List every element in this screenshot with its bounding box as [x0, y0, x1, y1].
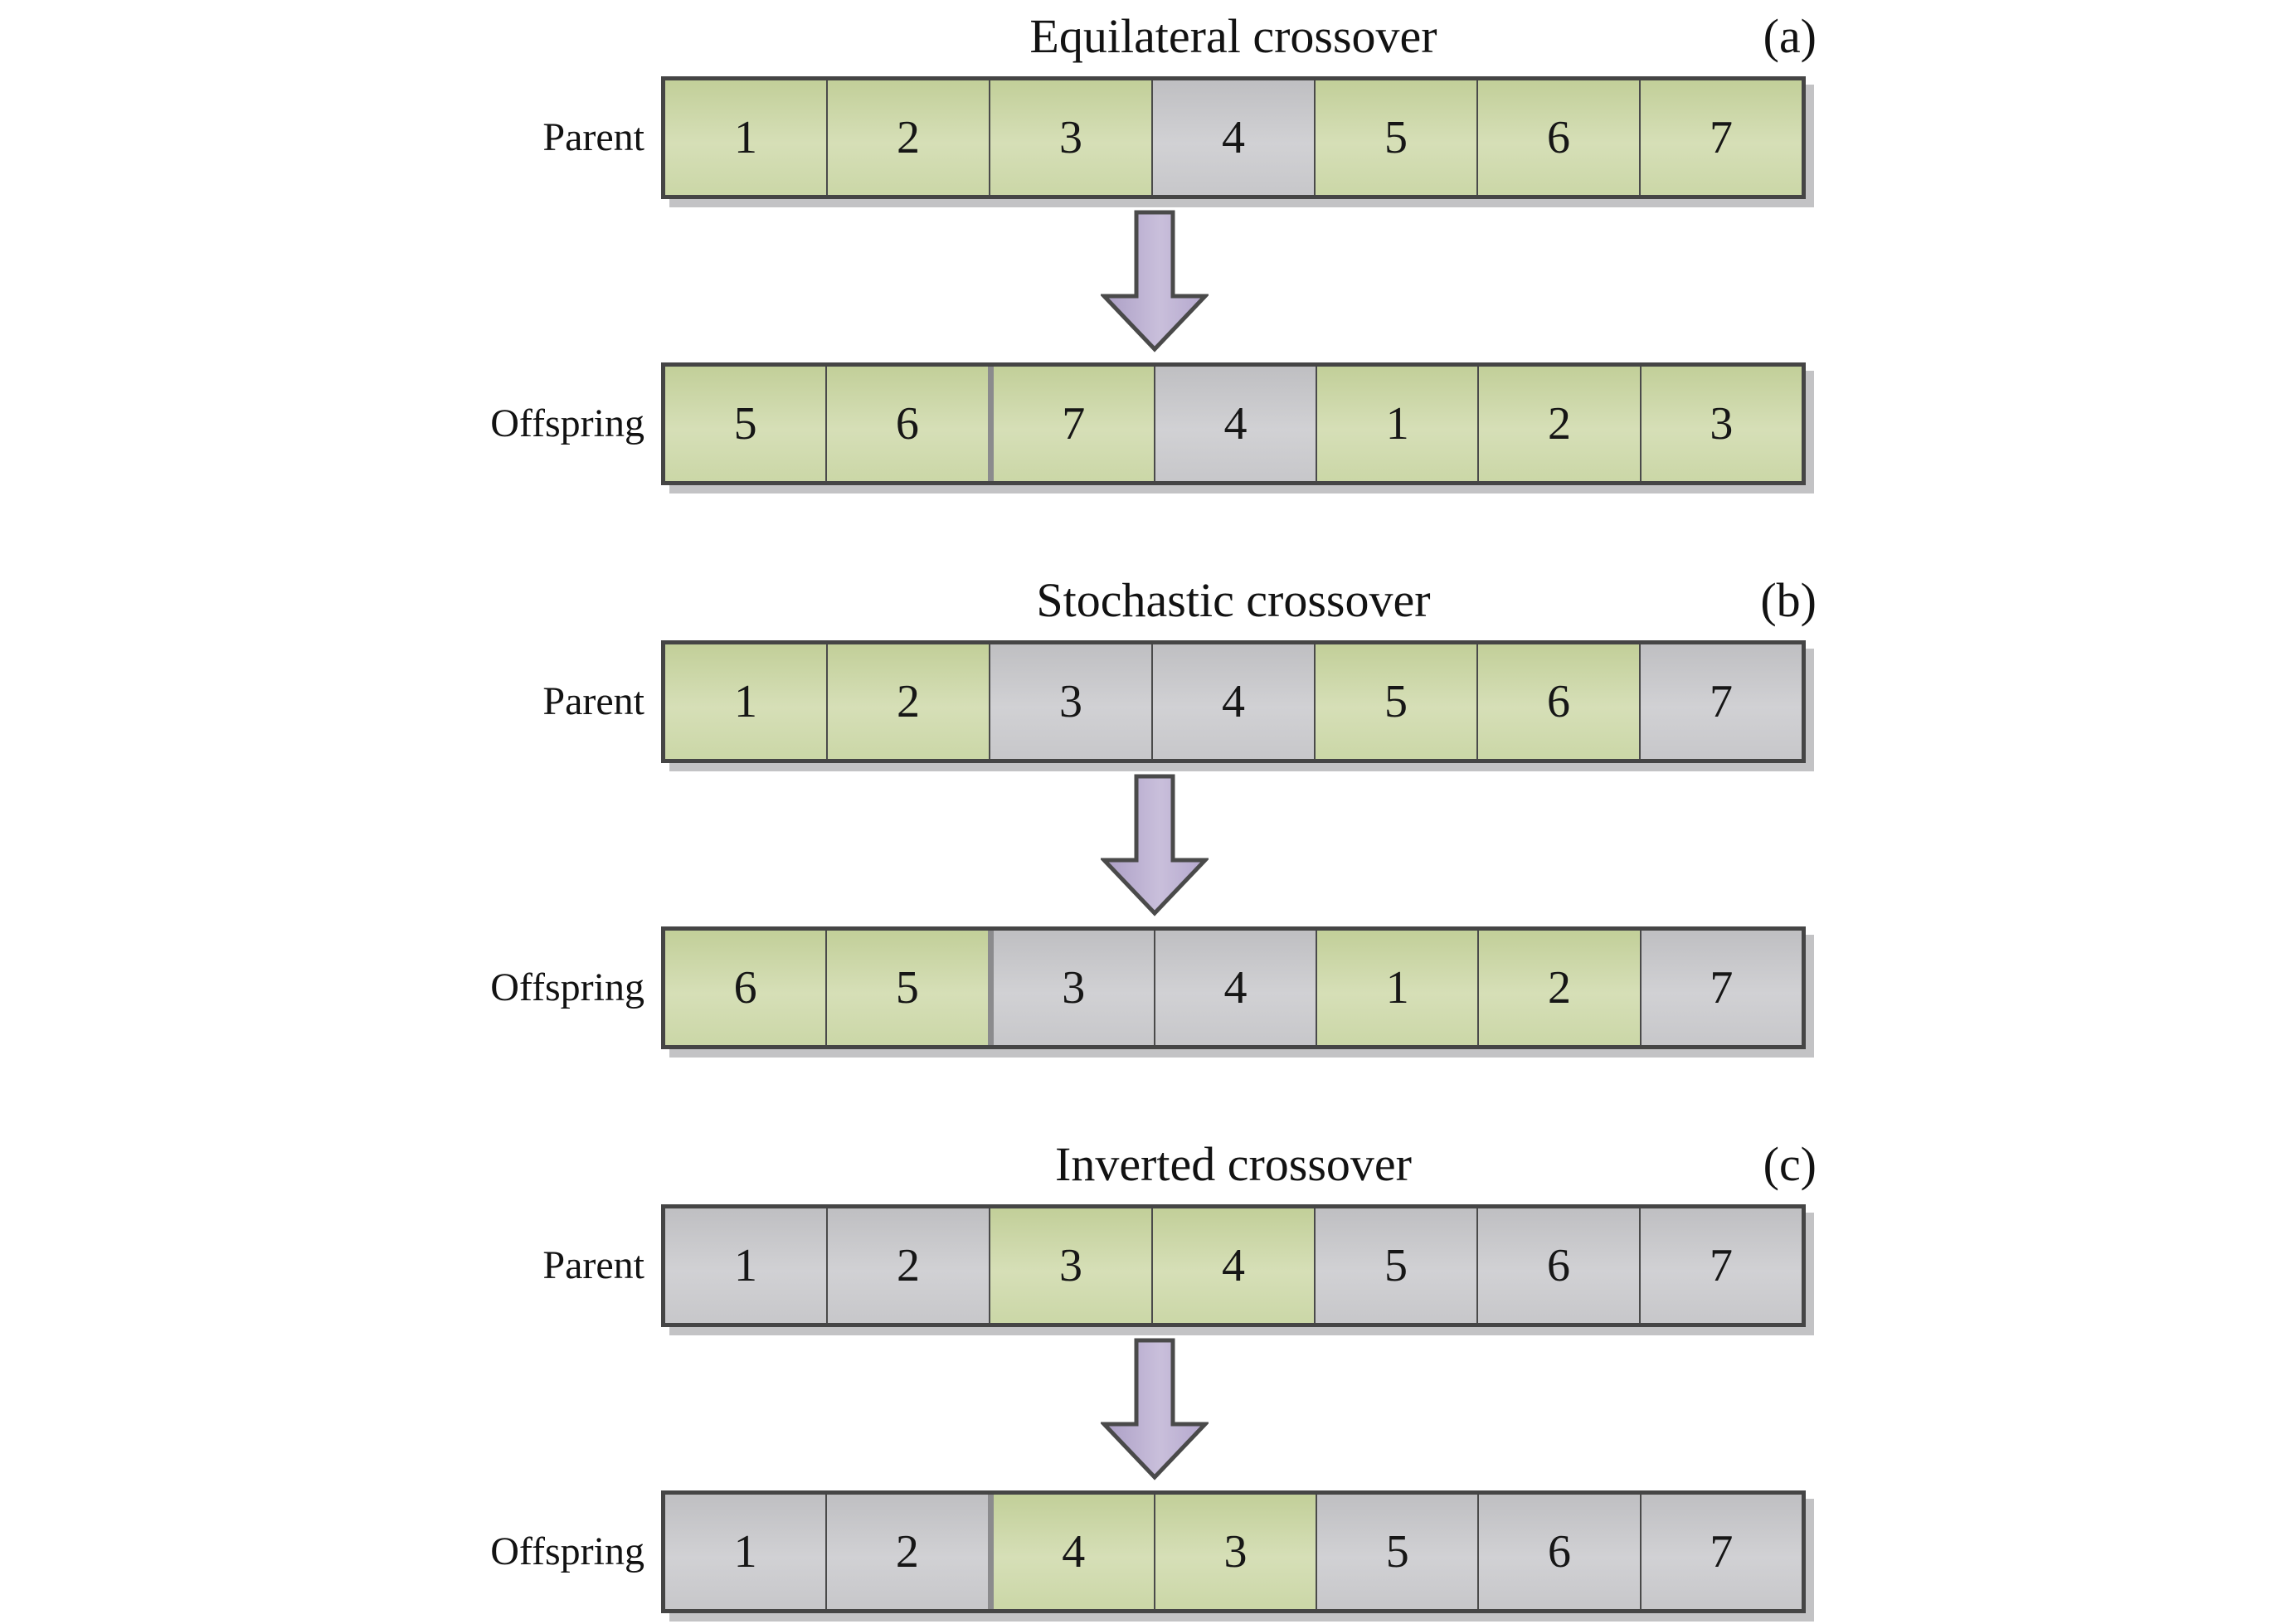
gene-cell: 1	[665, 644, 826, 759]
down-arrow-icon	[1101, 1338, 1209, 1481]
gene-cell: 1	[1316, 367, 1478, 481]
section-title: Inverted crossover	[1055, 1137, 1412, 1191]
section-title: Stochastic crossover	[1036, 573, 1431, 627]
gene-cell: 3	[989, 644, 1151, 759]
gene-cell: 6	[1476, 644, 1639, 759]
offspring-label: Offspring	[490, 965, 644, 1009]
section-title: Equilateral crossover	[1029, 9, 1437, 63]
gene-cell: 1	[665, 80, 826, 195]
gene-cell: 6	[1476, 80, 1639, 195]
gene-cell: 5	[1314, 644, 1476, 759]
down-arrow-icon	[1101, 774, 1209, 917]
gene-cell: 5	[1316, 1495, 1478, 1609]
gene-cell: 3	[1153, 1495, 1316, 1609]
gene-cell: 2	[1477, 931, 1640, 1045]
gene-cell: 2	[826, 80, 989, 195]
gene-cell: 5	[1314, 1208, 1476, 1323]
gene-cell: 3	[987, 931, 1154, 1045]
gene-cell: 1	[665, 1495, 826, 1609]
gene-cell: 7	[1639, 644, 1802, 759]
gene-cell: 5	[825, 931, 988, 1045]
gene-cell: 7	[987, 367, 1154, 481]
gene-cell: 1	[1316, 931, 1478, 1045]
gene-cell: 2	[825, 1495, 988, 1609]
parent-label: Parent	[542, 115, 644, 159]
gene-cell: 7	[1639, 80, 1802, 195]
gene-cell: 4	[1153, 367, 1316, 481]
gene-cell: 3	[989, 80, 1151, 195]
section-tag: (c)	[1763, 1137, 1817, 1191]
gene-cell: 2	[1477, 367, 1640, 481]
offspring-label: Offspring	[490, 401, 644, 445]
gene-cell: 4	[1151, 644, 1314, 759]
parent-label: Parent	[542, 1243, 644, 1287]
gene-cell: 7	[1639, 931, 1802, 1045]
gene-cell: 1	[665, 1208, 826, 1323]
gene-cell: 4	[1153, 931, 1316, 1045]
gene-cell: 5	[665, 367, 826, 481]
gene-cell: 4	[1151, 1208, 1314, 1323]
gene-cell: 6	[1477, 1495, 1640, 1609]
down-arrow-icon	[1101, 210, 1209, 353]
offspring-label: Offspring	[490, 1529, 644, 1573]
gene-cell: 6	[1476, 1208, 1639, 1323]
gene-cell: 3	[989, 1208, 1151, 1323]
gene-cell: 2	[826, 644, 989, 759]
gene-cell: 4	[987, 1495, 1154, 1609]
gene-cell: 7	[1639, 1208, 1802, 1323]
gene-cell: 5	[1314, 80, 1476, 195]
parent-label: Parent	[542, 679, 644, 723]
gene-cell: 6	[825, 367, 988, 481]
gene-cell: 3	[1639, 367, 1802, 481]
gene-cell: 7	[1639, 1495, 1802, 1609]
gene-cell: 6	[665, 931, 826, 1045]
gene-cell: 4	[1151, 80, 1314, 195]
section-tag: (b)	[1760, 573, 1817, 627]
gene-cell: 2	[826, 1208, 989, 1323]
section-tag: (a)	[1763, 9, 1817, 63]
